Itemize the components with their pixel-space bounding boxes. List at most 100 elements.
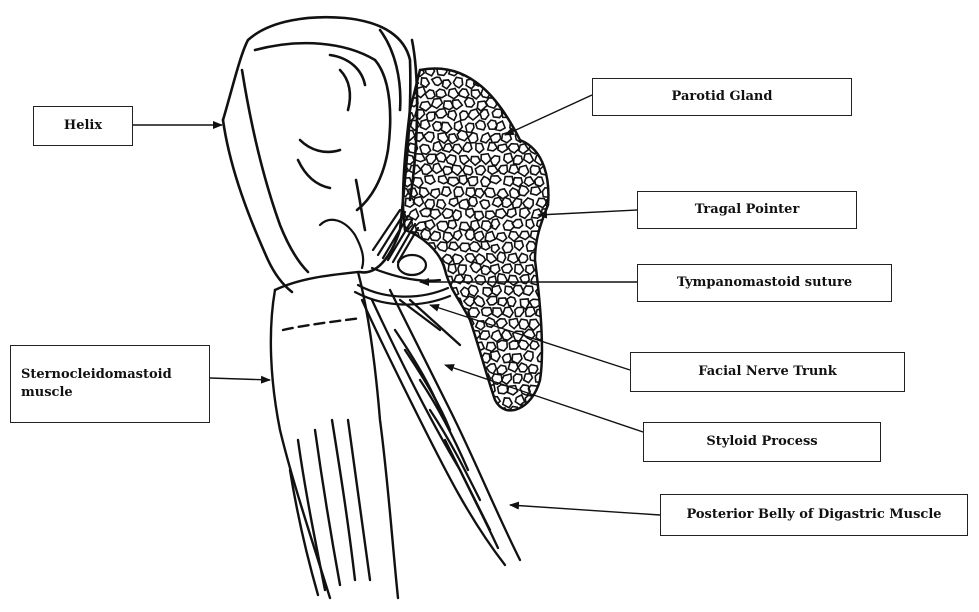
gland-cell	[507, 77, 516, 88]
gland-cell	[475, 385, 485, 395]
gland-cell	[441, 341, 451, 350]
gland-cell	[458, 397, 467, 406]
gland-cell	[421, 342, 431, 352]
gland-cell	[414, 330, 425, 339]
gland-cell	[504, 89, 513, 100]
gland-cell	[393, 112, 403, 121]
gland-cell	[548, 242, 558, 253]
label-tragal-pointer-text: Tragal Pointer	[695, 201, 800, 219]
gland-cell	[508, 54, 517, 64]
gland-cell	[512, 66, 521, 75]
gland-cell	[438, 374, 448, 384]
gland-cell	[474, 408, 484, 417]
gland-cell	[552, 78, 562, 86]
gland-cell	[514, 418, 523, 427]
gland-cell	[546, 419, 556, 429]
gland-cell	[394, 395, 403, 405]
gland-cell	[519, 53, 528, 63]
gland-cell	[404, 286, 415, 296]
gland-cell	[529, 56, 540, 66]
gland-cell	[552, 230, 562, 241]
gland-cell	[553, 143, 563, 152]
gland-cell	[550, 98, 561, 107]
gland-cell	[548, 309, 558, 319]
leader-styloid	[445, 365, 643, 432]
gland-cell	[497, 77, 505, 86]
gland-cell	[433, 341, 443, 351]
gland-cell	[525, 419, 534, 429]
gland-cell	[491, 66, 501, 75]
gland-cell	[545, 88, 556, 98]
gland-cell	[541, 296, 551, 305]
gland-cell	[487, 56, 495, 65]
gland-cell	[542, 144, 551, 154]
gland-cell	[552, 252, 562, 263]
gland-cell	[471, 419, 479, 428]
label-parotid-gland: Parotid Gland	[592, 78, 852, 116]
gland-cell	[470, 351, 480, 361]
gland-cell	[552, 295, 561, 305]
gland-cell	[549, 352, 559, 361]
gland-cell	[540, 274, 550, 284]
gland-cell	[541, 386, 551, 395]
gland-cell	[525, 132, 535, 140]
gland-cell	[553, 121, 562, 131]
gland-cell	[535, 417, 545, 427]
gland-cell	[525, 88, 535, 98]
gland-cell	[464, 406, 473, 415]
gland-cell	[463, 342, 474, 352]
gland-cell	[502, 419, 512, 427]
label-styloid-process: Styloid Process	[643, 422, 881, 462]
gland-cell	[460, 329, 470, 338]
gland-cell	[491, 417, 501, 428]
gland-cell	[536, 67, 546, 77]
gland-cell	[469, 376, 478, 386]
label-helix: Helix	[33, 106, 133, 146]
gland-cell	[552, 409, 561, 417]
gland-cell	[398, 123, 407, 132]
gland-cell	[404, 420, 414, 429]
gland-cell	[548, 286, 558, 295]
gland-cell	[504, 65, 513, 74]
gland-cell	[552, 54, 561, 65]
gland-cell	[531, 77, 540, 88]
gland-cell	[518, 98, 527, 108]
gland-cell	[534, 90, 544, 99]
gland-cell	[542, 98, 550, 107]
label-helix-text: Helix	[64, 117, 102, 135]
gland-cell	[476, 55, 486, 64]
gland-cell	[553, 364, 564, 374]
gland-cell	[469, 66, 479, 76]
label-tympanomastoid-suture-text: Tympanomastoid suture	[677, 274, 852, 292]
gland-cell	[540, 78, 550, 87]
gland-cell	[551, 165, 562, 175]
label-tragal-pointer: Tragal Pointer	[637, 191, 857, 229]
label-facial-nerve-trunk: Facial Nerve Trunk	[630, 352, 905, 392]
gland-cell	[458, 374, 469, 385]
gland-cell	[547, 264, 558, 274]
gland-cell	[519, 76, 528, 86]
sternocleidomastoid-shape	[271, 272, 398, 598]
gland-cell	[554, 276, 563, 286]
leader-tragal	[538, 210, 637, 215]
gland-cell	[441, 320, 451, 329]
gland-cell	[398, 407, 408, 416]
gland-cell	[552, 383, 563, 393]
gland-cell	[454, 55, 463, 64]
gland-cell	[391, 418, 403, 428]
gland-cell	[480, 394, 490, 405]
gland-cell	[483, 419, 493, 429]
gland-cell	[393, 154, 403, 164]
gland-cell	[431, 364, 440, 373]
gland-cell	[465, 386, 475, 396]
leader-parotid	[505, 95, 592, 135]
gland-cell	[415, 286, 424, 295]
gland-cell	[454, 386, 464, 395]
label-tympanomastoid-suture: Tympanomastoid suture	[637, 264, 892, 302]
leader-sternocleidomastoid	[210, 378, 270, 380]
gland-cell	[427, 353, 438, 361]
gland-cell	[393, 132, 403, 140]
gland-cell	[542, 56, 552, 66]
gland-cell	[554, 188, 563, 198]
